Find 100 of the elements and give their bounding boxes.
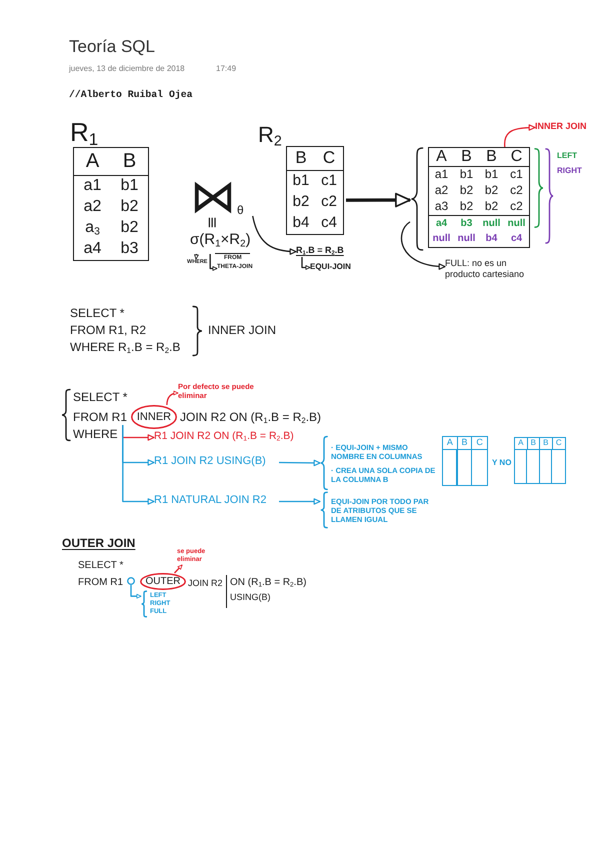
table-value: b4 xyxy=(292,213,310,233)
sql-variant: R1 NATURAL JOIN R2 xyxy=(154,494,279,509)
table-value: b1 xyxy=(120,176,140,196)
table-value: b4 xyxy=(484,232,498,246)
time-text: 17:49 xyxy=(216,64,236,74)
table-value: a2 xyxy=(82,197,102,217)
sql-line: FROM R1, R2 xyxy=(70,324,146,338)
column-header: B xyxy=(287,147,315,171)
join-symbol: ⋈ xyxy=(190,176,236,216)
table-value: c1 xyxy=(509,167,524,183)
sql-line: JOIN R2 xyxy=(188,578,223,588)
table-value: null xyxy=(504,215,529,231)
table-value: null xyxy=(456,232,476,246)
condition-text: R$_{1}$.B = R$_{2}$.B xyxy=(296,245,356,257)
sql-line: JOIN R2 ON (R$_{1}$.B = R$_{2}$.B) xyxy=(180,411,322,425)
table-value: a1 xyxy=(82,176,102,196)
column-header: B xyxy=(479,148,504,167)
arrow xyxy=(400,221,446,270)
table-sketch xyxy=(442,436,488,486)
annotation-text: EQUI-JOIN xyxy=(310,262,358,273)
table-value: a$_{3}$ xyxy=(84,218,101,239)
table-value: a1 xyxy=(434,167,450,183)
column-header: B xyxy=(458,437,472,450)
column-header: C xyxy=(552,438,565,450)
arrow xyxy=(122,425,155,505)
table-value: b2 xyxy=(120,197,140,217)
annotation-text: INNER JOIN xyxy=(535,121,595,134)
annotation-text: INNER JOIN xyxy=(208,324,276,338)
column-header: A xyxy=(429,148,454,167)
column-header: C xyxy=(315,147,343,171)
sql-line: WHERE xyxy=(73,428,118,442)
arrow xyxy=(166,390,178,406)
table-value: c4 xyxy=(510,232,524,246)
column-header: A xyxy=(515,438,528,450)
column-header: A xyxy=(74,148,111,176)
sql-line: WHERE R$_{1}$.B = R$_{2}$.B xyxy=(70,341,180,355)
circle-marker xyxy=(127,577,135,585)
arrow xyxy=(301,257,310,270)
arrow xyxy=(210,254,218,271)
relation-name: R$_{1}$ xyxy=(70,117,98,147)
expression-text: σ(R$_{1}$×R$_{2}$) xyxy=(190,231,252,254)
table-value: b1 xyxy=(292,171,310,191)
table-value: c1 xyxy=(320,171,338,191)
column-header: A xyxy=(443,437,458,450)
sql-line: FROM R1 xyxy=(78,577,123,588)
table-value: b2 xyxy=(292,192,310,212)
author-line: //Alberto Ruibal Ojea xyxy=(69,89,192,100)
arrow xyxy=(504,124,536,148)
table-value: b3 xyxy=(120,239,140,259)
note-text: FULL: no es un producto cartesiano xyxy=(445,258,541,284)
table-value: b2 xyxy=(484,199,500,215)
table-value: c2 xyxy=(320,192,338,212)
theta-subscript: θ xyxy=(237,204,244,216)
table-value: b1 xyxy=(484,167,500,183)
column-header: B xyxy=(111,148,148,176)
table-value: a4 xyxy=(429,215,454,231)
table-value: a4 xyxy=(82,239,102,259)
table-value: c2 xyxy=(509,183,524,199)
table-value: b2 xyxy=(458,199,474,215)
column-header: C xyxy=(472,437,487,450)
section-heading: OUTER JOIN xyxy=(62,537,136,551)
table-value: c2 xyxy=(509,199,524,215)
table-value: a2 xyxy=(434,183,450,199)
column-header: B xyxy=(454,148,479,167)
brace-label: LEFT xyxy=(557,151,577,160)
sql-variant: R1 JOIN R2 ON (R$_{1}$.B = R$_{2}$.B) xyxy=(154,430,304,445)
arrow xyxy=(252,216,297,255)
thick-arrow xyxy=(346,192,411,208)
table-value: a3 xyxy=(434,199,450,215)
column-header: B xyxy=(540,438,552,450)
arrow xyxy=(279,460,321,466)
relation-name: R$_{2}$ xyxy=(258,124,282,146)
table-value: null xyxy=(432,232,452,246)
table-value: b3 xyxy=(454,215,479,231)
sql-line: SELECT * xyxy=(73,391,128,405)
brace-label: RIGHT xyxy=(557,166,582,176)
date-text: jueves, 13 de diciembre de 2018 xyxy=(69,64,185,74)
annotation-text: Y NO xyxy=(492,458,512,468)
column-header: C xyxy=(504,148,529,167)
arrow xyxy=(174,564,183,574)
sql-line: SELECT * xyxy=(70,307,124,321)
arrow xyxy=(194,254,199,260)
circled-keyword: INNER xyxy=(131,405,177,429)
sql-line: ON (R$_{1}$.B = R$_{2}$.B) xyxy=(230,577,306,588)
circled-keyword: OUTER xyxy=(140,573,186,590)
arrow xyxy=(130,585,142,598)
arrow xyxy=(279,498,321,505)
column-header: B xyxy=(528,438,540,450)
sql-clause: FROM R1 xyxy=(73,410,129,425)
sql-variant: R1 JOIN R2 USING(B) xyxy=(154,455,279,470)
sql-line: USING(B) xyxy=(230,592,270,602)
table-sketch xyxy=(514,437,566,484)
table-value: b1 xyxy=(458,167,474,183)
table-value: b2 xyxy=(458,183,474,199)
table-value: null xyxy=(479,215,504,231)
table-value: b2 xyxy=(120,218,140,238)
table-value: c4 xyxy=(320,213,338,233)
sql-line: SELECT * xyxy=(78,560,124,572)
table-value: b2 xyxy=(484,183,500,199)
page-title: Teoría SQL xyxy=(69,37,155,58)
